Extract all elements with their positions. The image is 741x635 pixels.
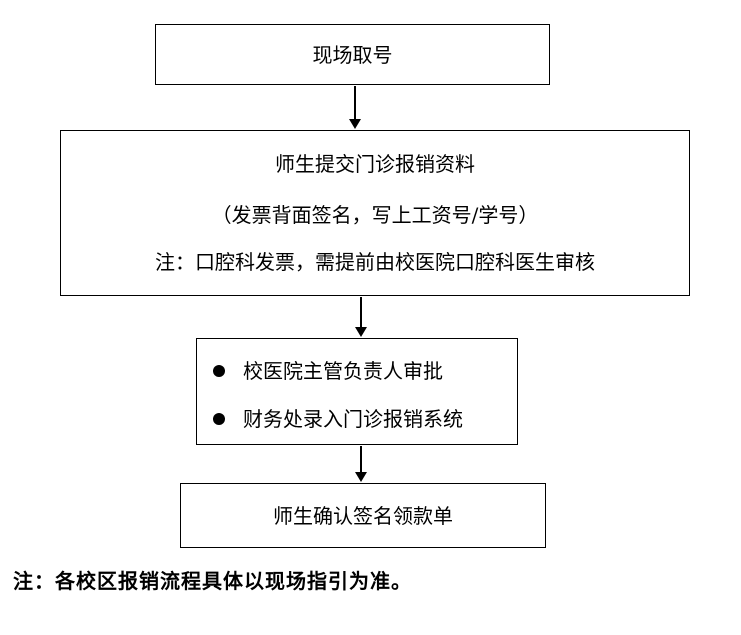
arrow-down-icon — [355, 446, 367, 482]
step-title-take-number: 现场取号 — [312, 43, 393, 67]
arrow-down-icon — [355, 297, 367, 337]
list-item-label: 校医院主管负责人审批 — [243, 359, 443, 383]
step-title-sign-receipt: 师生确认签名领款单 — [273, 504, 453, 528]
step-subtitle-signature: （发票背面签名，写上工资号/学号） — [211, 203, 539, 227]
step-box-take-number: 现场取号 — [155, 24, 550, 85]
step-box-sign-receipt: 师生确认签名领款单 — [180, 483, 546, 548]
step-note-dental: 注：口腔科发票，需提前由校医院口腔科医生审核 — [155, 250, 595, 274]
list-item: 校医院主管负责人审批 — [197, 359, 517, 383]
step-box-submit-materials: 师生提交门诊报销资料 （发票背面签名，写上工资号/学号） 注：口腔科发票，需提前… — [60, 130, 690, 296]
list-item: 财务处录入门诊报销系统 — [197, 407, 517, 431]
step-box-approval: 校医院主管负责人审批 财务处录入门诊报销系统 — [196, 338, 518, 445]
list-item-label: 财务处录入门诊报销系统 — [243, 407, 463, 431]
footnote: 注：各校区报销流程具体以现场指引为准。 — [13, 569, 412, 593]
arrow-down-icon — [349, 86, 361, 129]
bullet-icon — [213, 413, 225, 425]
bullet-icon — [213, 365, 225, 377]
step-title-submit-materials: 师生提交门诊报销资料 — [275, 152, 475, 176]
